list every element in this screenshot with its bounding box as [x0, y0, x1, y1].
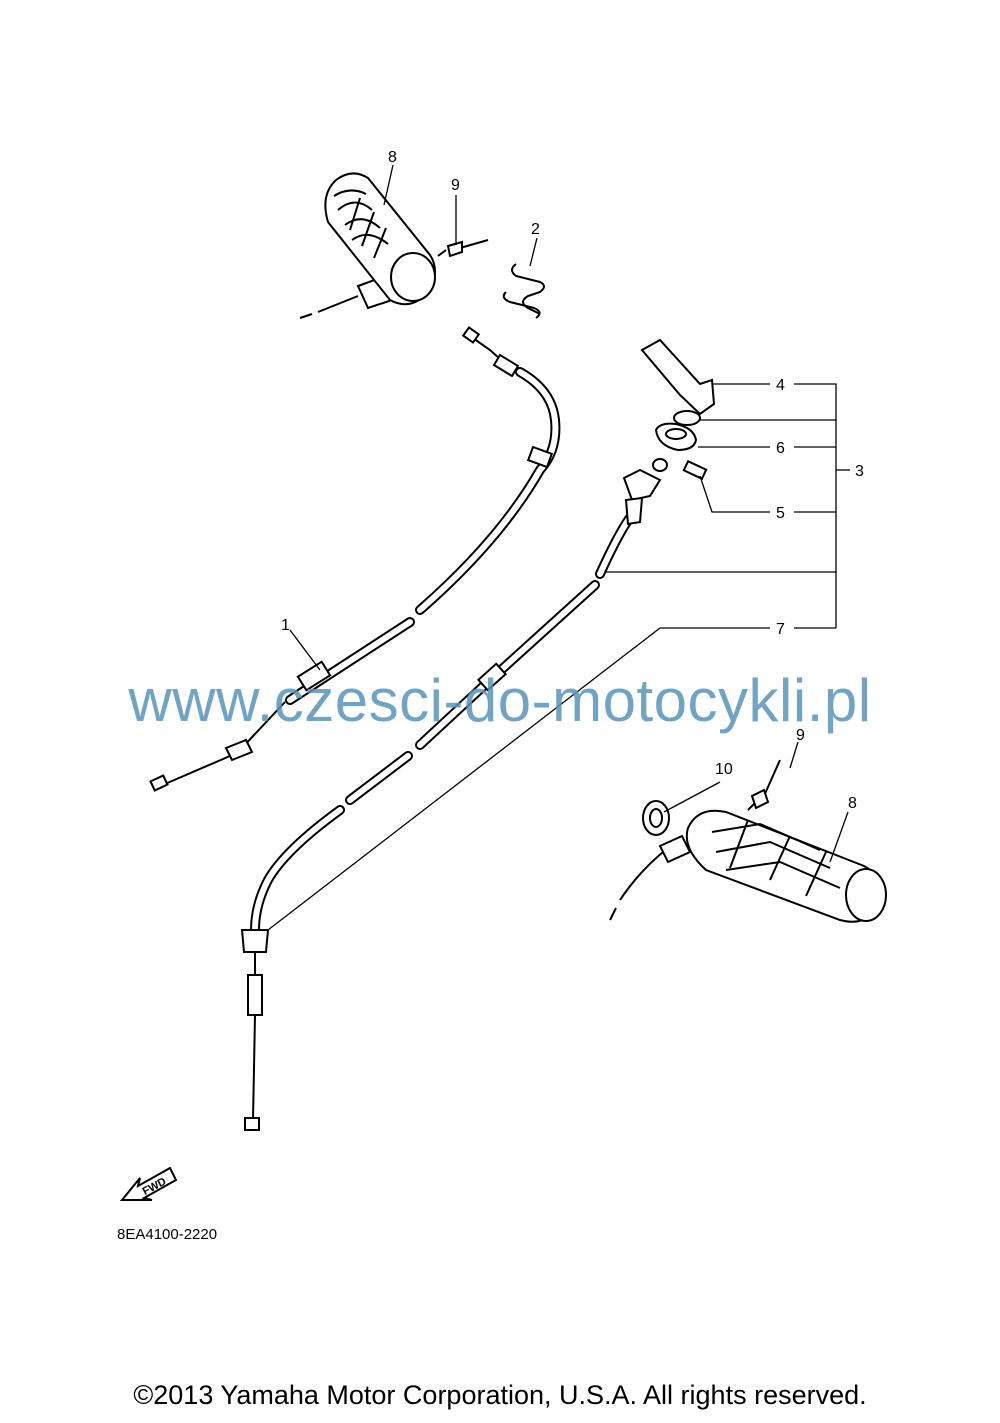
grip-left: [299, 172, 436, 319]
fwd-label: FWD: [141, 1176, 169, 1198]
callout-8-bottom: 8: [848, 795, 857, 812]
callout-10: 10: [715, 761, 733, 778]
fwd-arrow-icon: FWD: [119, 1166, 178, 1201]
callout-5: 5: [776, 505, 785, 522]
diagram-code: 8EA4100-2220: [117, 1226, 218, 1243]
clip: [502, 263, 545, 319]
callout-8-top: 8: [388, 149, 397, 166]
callout-6: 6: [776, 440, 785, 457]
throttle-parts: [640, 338, 716, 481]
cable-7: [240, 458, 668, 1131]
callout-9-bottom: 9: [796, 727, 805, 744]
copyright-notice: ©2013 Yamaha Motor Corporation, U.S.A. A…: [133, 1380, 867, 1410]
grip-right: [609, 759, 887, 923]
callout-7: 7: [776, 621, 785, 638]
callout-4: 4: [776, 377, 785, 394]
leader-lines: [267, 164, 850, 931]
watermark: www.czesci-do-motocykli.pl: [128, 667, 872, 734]
callout-2: 2: [531, 221, 540, 238]
cable-1: [149, 326, 561, 792]
screw-top: [437, 239, 489, 258]
callout-1: 1: [281, 617, 290, 634]
callout-3: 3: [855, 463, 864, 480]
callout-9-top: 9: [451, 177, 460, 194]
callouts: 1 2 3 4 5 6 7 8 8 9 9 10: [281, 149, 864, 812]
